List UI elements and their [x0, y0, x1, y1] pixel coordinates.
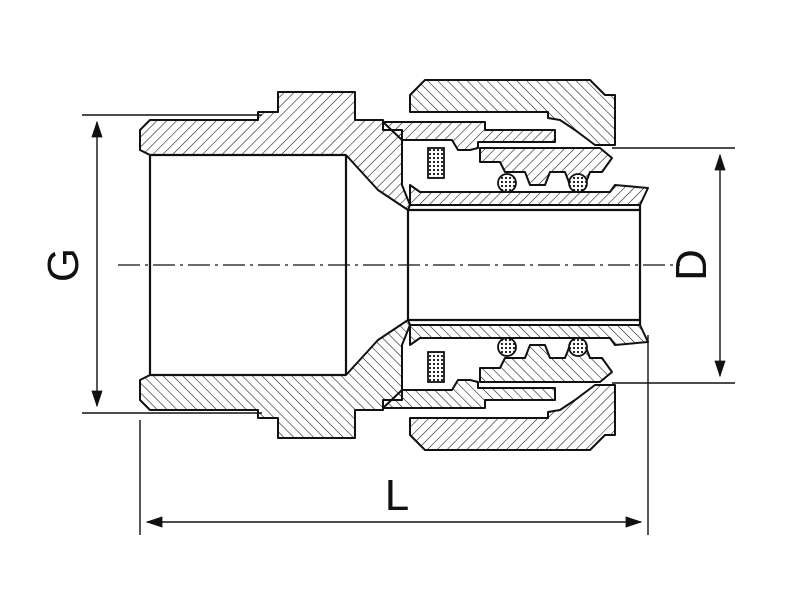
ball-upper-2 — [568, 173, 588, 193]
dimension-g: G — [39, 114, 262, 414]
label-g: G — [39, 248, 88, 282]
ball-upper-1 — [497, 173, 517, 193]
seal-lower — [427, 351, 445, 383]
label-l: L — [385, 471, 409, 520]
seal-upper — [427, 147, 445, 179]
dimension-d: D — [612, 147, 735, 384]
upper-half — [139, 79, 649, 212]
nut-lower — [409, 384, 616, 451]
dimension-l: L — [139, 335, 649, 535]
ball-lower-1 — [497, 337, 517, 357]
nut-upper — [409, 79, 616, 146]
body-lower — [139, 319, 411, 439]
sleeve-lower — [382, 379, 556, 409]
sleeve-upper — [382, 121, 556, 151]
body-upper — [139, 91, 411, 211]
ball-lower-2 — [568, 337, 588, 357]
lower-half — [139, 318, 649, 451]
tail-lower — [409, 324, 649, 346]
label-d: D — [667, 249, 716, 281]
tail-upper — [409, 184, 649, 206]
